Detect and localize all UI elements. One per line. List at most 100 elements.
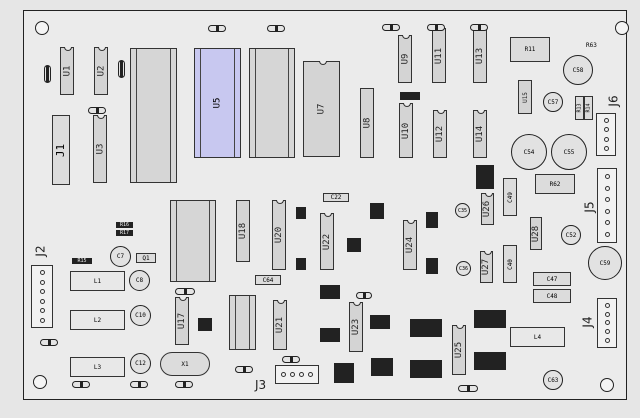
ic-u3[interactable]: U3 (93, 115, 107, 183)
capacitor-c47[interactable]: C47 (533, 272, 571, 286)
capacitor-c36[interactable]: C36 (456, 261, 471, 276)
smd-resistor-array[interactable] (474, 310, 506, 328)
smd-capacitor[interactable] (130, 381, 148, 388)
connector-j6[interactable] (596, 113, 616, 156)
inductor-l1[interactable]: L1 (70, 271, 125, 291)
ic-u28[interactable]: U28 (530, 217, 542, 250)
ic-u27[interactable]: U27 (480, 251, 493, 283)
capacitor-c40[interactable]: C40 (503, 245, 517, 283)
smd-capacitor[interactable] (175, 288, 195, 295)
capacitor-c52[interactable]: C52 (561, 225, 581, 245)
smd-resistor-array[interactable] (426, 258, 438, 274)
inductor-l4[interactable]: L4 (510, 327, 565, 347)
capacitor-c59[interactable]: C59 (588, 246, 622, 280)
connector-j5[interactable] (597, 168, 617, 243)
smd-capacitor[interactable] (282, 356, 300, 363)
smd-resistor-array[interactable] (320, 328, 340, 342)
ic-u22[interactable]: U22 (320, 213, 334, 270)
connector-j1[interactable]: J1 (52, 115, 70, 185)
smd-resistor-array[interactable] (370, 315, 390, 329)
capacitor-c58[interactable]: C58 (563, 55, 593, 85)
ic-u17[interactable]: U17 (175, 297, 189, 345)
smd-capacitor[interactable] (427, 24, 445, 31)
inductor-l2[interactable]: L2 (70, 310, 125, 330)
smd-capacitor[interactable] (382, 24, 400, 31)
capacitor-c57[interactable]: C57 (543, 92, 563, 112)
ic-u25[interactable]: U25 (452, 325, 466, 375)
ic-large-2[interactable] (249, 48, 295, 158)
ic-u5[interactable]: U5 (194, 48, 241, 158)
smd-capacitor[interactable] (356, 292, 372, 299)
connector-j3[interactable] (275, 365, 319, 384)
connector-j2[interactable] (31, 265, 53, 328)
capacitor-c7[interactable]: C7 (110, 246, 131, 267)
smd-resistor-array[interactable] (198, 318, 212, 331)
transistor-q1[interactable]: Q1 (136, 253, 156, 263)
capacitor-c12[interactable]: C12 (130, 353, 151, 374)
smd-capacitor[interactable] (72, 381, 90, 388)
resistor-r17[interactable]: R17 (116, 230, 133, 236)
smd-capacitor[interactable] (88, 107, 106, 114)
smd-resistor-array[interactable] (426, 212, 438, 228)
smd-resistor-array[interactable] (410, 360, 442, 378)
smd-capacitor[interactable] (267, 25, 285, 32)
smd-resistor-array[interactable] (334, 363, 354, 383)
ic-u18[interactable]: U18 (236, 200, 250, 262)
capacitor-c55[interactable]: C55 (551, 134, 587, 170)
ic-u11[interactable]: U11 (432, 28, 446, 83)
ic-u15[interactable]: U15 (518, 80, 532, 114)
smd-resistor-array[interactable] (410, 319, 442, 337)
smd-resistor[interactable] (400, 92, 420, 100)
crystal-x1[interactable]: X1 (160, 352, 210, 376)
capacitor-c22[interactable]: C22 (323, 193, 349, 202)
ic-u9[interactable]: U9 (398, 35, 412, 83)
capacitor-c35[interactable]: C35 (455, 203, 470, 218)
smd-capacitor[interactable] (458, 385, 478, 392)
smd-capacitor[interactable] (118, 60, 125, 78)
smd-resistor-array[interactable] (474, 352, 506, 370)
ic-u26[interactable]: U26 (481, 193, 494, 225)
smd-capacitor[interactable] (40, 339, 58, 346)
ic-u2[interactable]: U2 (94, 47, 108, 95)
ic-large-3[interactable] (170, 200, 216, 282)
smd-resistor-array[interactable] (370, 203, 384, 219)
ic-u20[interactable]: U20 (272, 200, 286, 270)
smd-capacitor[interactable] (44, 65, 51, 83)
ic-u23[interactable]: U23 (349, 302, 363, 352)
smd-capacitor[interactable] (175, 381, 193, 388)
ic-u14[interactable]: U14 (473, 110, 487, 158)
capacitor-c8[interactable]: C8 (129, 270, 150, 291)
resistor-r13[interactable]: R13 (575, 96, 584, 120)
smd-capacitor[interactable] (235, 366, 253, 373)
ic-u10[interactable]: U10 (399, 103, 413, 158)
ic-large-1[interactable] (130, 48, 177, 183)
connector-j4[interactable] (597, 298, 617, 348)
capacitor-c64[interactable]: C64 (255, 275, 281, 285)
capacitor-c48[interactable]: C48 (533, 289, 571, 303)
resistor-r15[interactable]: R15 (72, 258, 92, 264)
ic-large-4[interactable] (229, 295, 256, 350)
smd-capacitor[interactable] (208, 25, 226, 32)
ic-u1[interactable]: U1 (60, 47, 74, 95)
smd-resistor-array[interactable] (320, 285, 340, 299)
capacitor-c63[interactable]: C63 (543, 370, 563, 390)
ic-u13[interactable]: U13 (473, 28, 487, 83)
ic-u8[interactable]: U8 (360, 88, 374, 158)
smd-resistor-array[interactable] (296, 258, 306, 270)
smd-capacitor[interactable] (470, 24, 488, 31)
ic-u7[interactable]: U7 (303, 61, 340, 157)
resistor-r16[interactable]: R16 (116, 222, 133, 228)
ic-u12[interactable]: U12 (433, 110, 447, 158)
resistor-r14[interactable]: R14 (584, 96, 593, 120)
capacitor-c54[interactable]: C54 (511, 134, 547, 170)
smd-resistor-array[interactable] (347, 238, 361, 252)
ic-u21[interactable]: U21 (273, 300, 287, 350)
smd-resistor-array[interactable] (371, 358, 393, 376)
resistor-r62[interactable]: R62 (535, 174, 575, 194)
inductor-l3[interactable]: L3 (70, 357, 125, 377)
smd-resistor[interactable] (476, 165, 494, 189)
resistor-r11[interactable]: R11 (510, 37, 550, 62)
capacitor-c10[interactable]: C10 (130, 305, 151, 326)
smd-resistor-array[interactable] (296, 207, 306, 219)
ic-u24[interactable]: U24 (403, 220, 417, 270)
